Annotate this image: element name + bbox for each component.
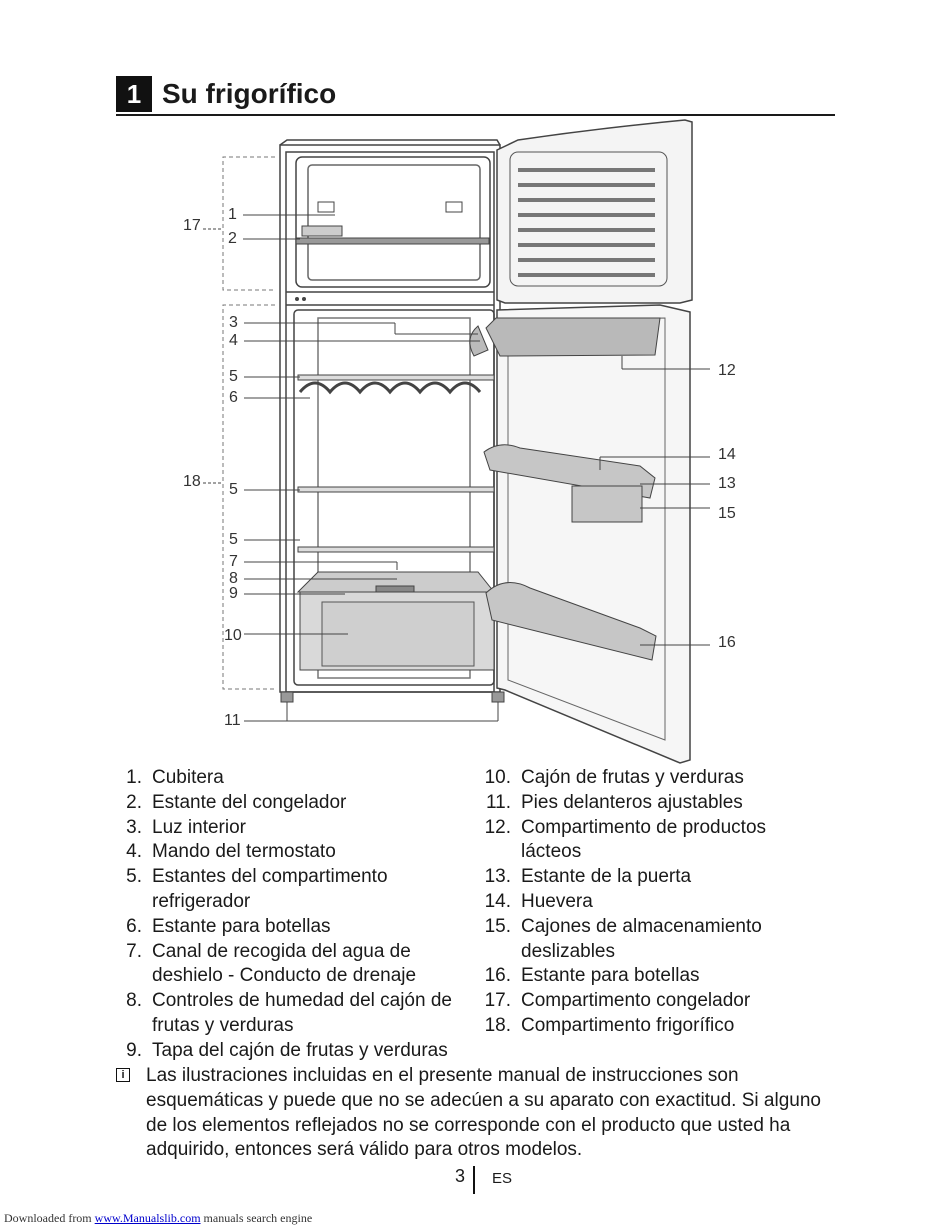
section-title: Su frigorífico <box>162 78 337 109</box>
list-item: 12.Compartimento de productos lácteos <box>484 816 767 863</box>
section-heading: 1 Su frigorífico <box>116 76 835 116</box>
callout-6: 6 <box>229 389 238 406</box>
list-item: 5.Estantes del compartimento refrigerado… <box>126 866 388 912</box>
list-item: 1.Cubitera <box>126 767 224 788</box>
list-item: 16.Estante para botellas <box>484 965 700 987</box>
list-item: 7.Canal de recogida del agua de deshielo… <box>126 940 417 987</box>
callout-16: 16 <box>718 634 736 651</box>
footer-divider <box>473 1166 475 1194</box>
list-item: 10.Cajón de frutas y verduras <box>484 767 744 788</box>
list-item: 3.Luz interior <box>126 816 246 838</box>
callout-13: 13 <box>718 475 736 492</box>
parts-list-left: 1.Cubitera 2.Estante del congelador 3.Lu… <box>116 766 476 1064</box>
callout-2: 2 <box>228 230 237 247</box>
manualslib-link[interactable]: www.Manualslib.com <box>94 1211 201 1225</box>
callout-15: 15 <box>718 505 736 522</box>
callout-11: 11 <box>224 712 241 729</box>
callout-1: 1 <box>228 206 237 223</box>
list-item: 18.Compartimento frigorífico <box>484 1014 735 1036</box>
list-item: 9.Tapa del cajón de frutas y verduras <box>126 1039 448 1061</box>
page-number: 3 <box>455 1166 466 1186</box>
callout-18: 18 <box>183 473 201 490</box>
callout-4: 4 <box>229 332 238 349</box>
download-banner: Downloaded from www.Manualslib.com manua… <box>4 1211 313 1225</box>
list-item: 15.Cajones de almacenamiento deslizables <box>484 915 762 962</box>
callout-17: 17 <box>183 217 201 234</box>
callout-9: 9 <box>229 585 238 602</box>
note-text: Las ilustraciones incluidas en el presen… <box>146 1065 821 1161</box>
illustration-note: i Las ilustraciones incluidas en el pres… <box>116 1064 836 1163</box>
callout-8: 8 <box>229 570 238 587</box>
callout-5b: 5 <box>229 481 238 498</box>
list-item: 6.Estante para botellas <box>126 915 331 937</box>
callout-5c: 5 <box>229 531 238 548</box>
info-icon: i <box>116 1068 130 1082</box>
list-item: 17.Compartimento congelador <box>484 990 751 1012</box>
section-number: 1 <box>116 76 152 112</box>
list-item: 8.Controles de humedad del cajón de frut… <box>126 990 452 1036</box>
list-item: 14.Huevera <box>484 890 593 912</box>
language-code: ES <box>492 1170 513 1187</box>
list-item: 4.Mando del termostato <box>126 841 336 863</box>
callout-3: 3 <box>229 314 238 331</box>
list-item: 13.Estante de la puerta <box>484 866 692 888</box>
callout-5a: 5 <box>229 368 238 385</box>
parts-list-right: 10.Cajón de frutas y verduras 11.Pies de… <box>483 766 823 1039</box>
callout-12: 12 <box>718 362 736 379</box>
list-item: 11.Pies delanteros ajustables <box>485 791 743 813</box>
callout-10: 10 <box>224 627 242 644</box>
list-item: 2.Estante del congelador <box>126 791 347 813</box>
callout-14: 14 <box>718 446 736 463</box>
callout-7: 7 <box>229 553 238 570</box>
